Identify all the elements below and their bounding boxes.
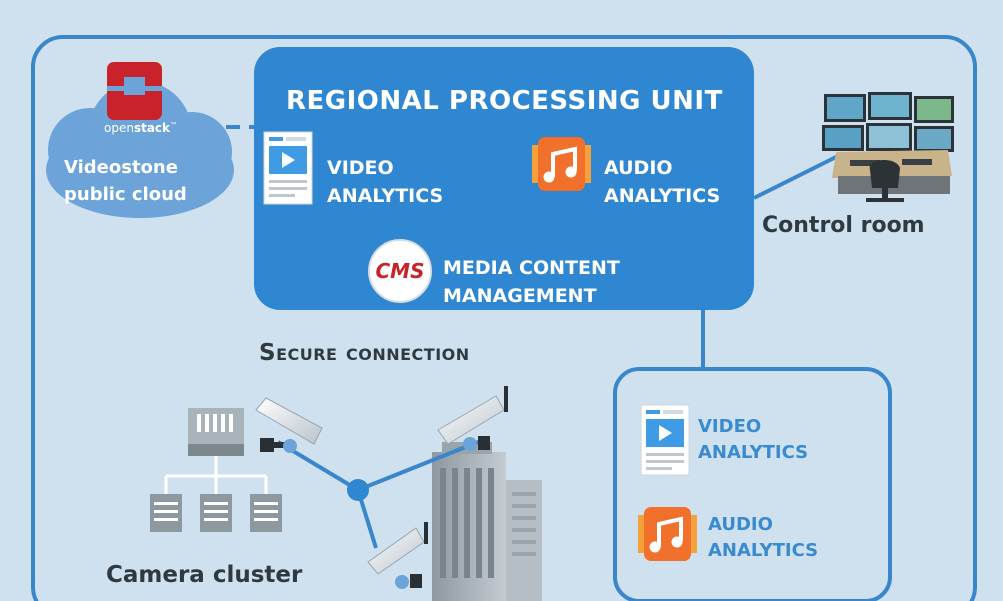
edge-video-analytics-icon xyxy=(640,404,690,476)
camera-cluster-label: Camera cluster xyxy=(106,562,303,588)
cloud-label: Videostone public cloud xyxy=(64,154,187,208)
edge-video-label-line2: ANALYTICS xyxy=(698,442,809,463)
cms-badge-icon xyxy=(368,239,432,303)
openstack-brand: openstack™ xyxy=(104,121,178,135)
edge-unit-frame xyxy=(613,367,892,601)
media-content-label: MEDIA CONTENT MANAGEMENT xyxy=(443,254,620,310)
video-analytics-label: VIDEO ANALYTICS xyxy=(327,154,443,210)
network-hub-node xyxy=(347,479,369,501)
audio-analytics-icon xyxy=(532,137,591,191)
audio-analytics-label-line1: AUDIO xyxy=(604,157,673,179)
video-analytics-label-line2: ANALYTICS xyxy=(327,185,444,207)
openstack-trademark: ™ xyxy=(170,121,179,130)
cloud-label-line2: public cloud xyxy=(64,184,187,205)
media-content-label-line2: MANAGEMENT xyxy=(443,285,597,307)
cms-badge-text: CMS xyxy=(375,259,425,283)
cloud-label-line1: Videostone xyxy=(64,157,178,178)
media-content-label-line1: MEDIA CONTENT xyxy=(443,257,620,279)
openstack-brand-open: open xyxy=(104,121,134,135)
secure-connection-label: Secure connection xyxy=(259,340,470,366)
edge-video-label-line1: VIDEO xyxy=(698,416,762,437)
video-analytics-label-line1: VIDEO xyxy=(327,157,394,179)
camera-icon xyxy=(255,397,323,453)
edge-audio-analytics-label: AUDIO ANALYTICS xyxy=(708,512,818,564)
audio-analytics-label-line2: ANALYTICS xyxy=(604,185,721,207)
edge-audio-analytics-icon xyxy=(638,507,697,561)
control-room-icon xyxy=(822,92,954,202)
video-analytics-icon xyxy=(263,131,313,205)
building-icon xyxy=(432,442,542,601)
openstack-brand-stack: stack xyxy=(133,121,171,135)
edge-audio-label-line2: ANALYTICS xyxy=(708,540,819,561)
regional-processing-unit xyxy=(254,47,754,310)
openstack-logo-icon xyxy=(107,62,162,120)
camera-icon xyxy=(437,386,508,451)
audio-analytics-label: AUDIO ANALYTICS xyxy=(604,154,720,210)
camera-icon xyxy=(367,522,428,589)
control-room-connector xyxy=(753,153,841,200)
edge-video-analytics-label: VIDEO ANALYTICS xyxy=(698,414,808,466)
control-room-label: Control room xyxy=(762,213,925,238)
server-tree-icon xyxy=(150,408,282,532)
outer-frame xyxy=(31,35,977,601)
edge-audio-label-line1: AUDIO xyxy=(708,514,773,535)
regional-unit-title: REGIONAL PROCESSING UNIT xyxy=(286,86,723,116)
